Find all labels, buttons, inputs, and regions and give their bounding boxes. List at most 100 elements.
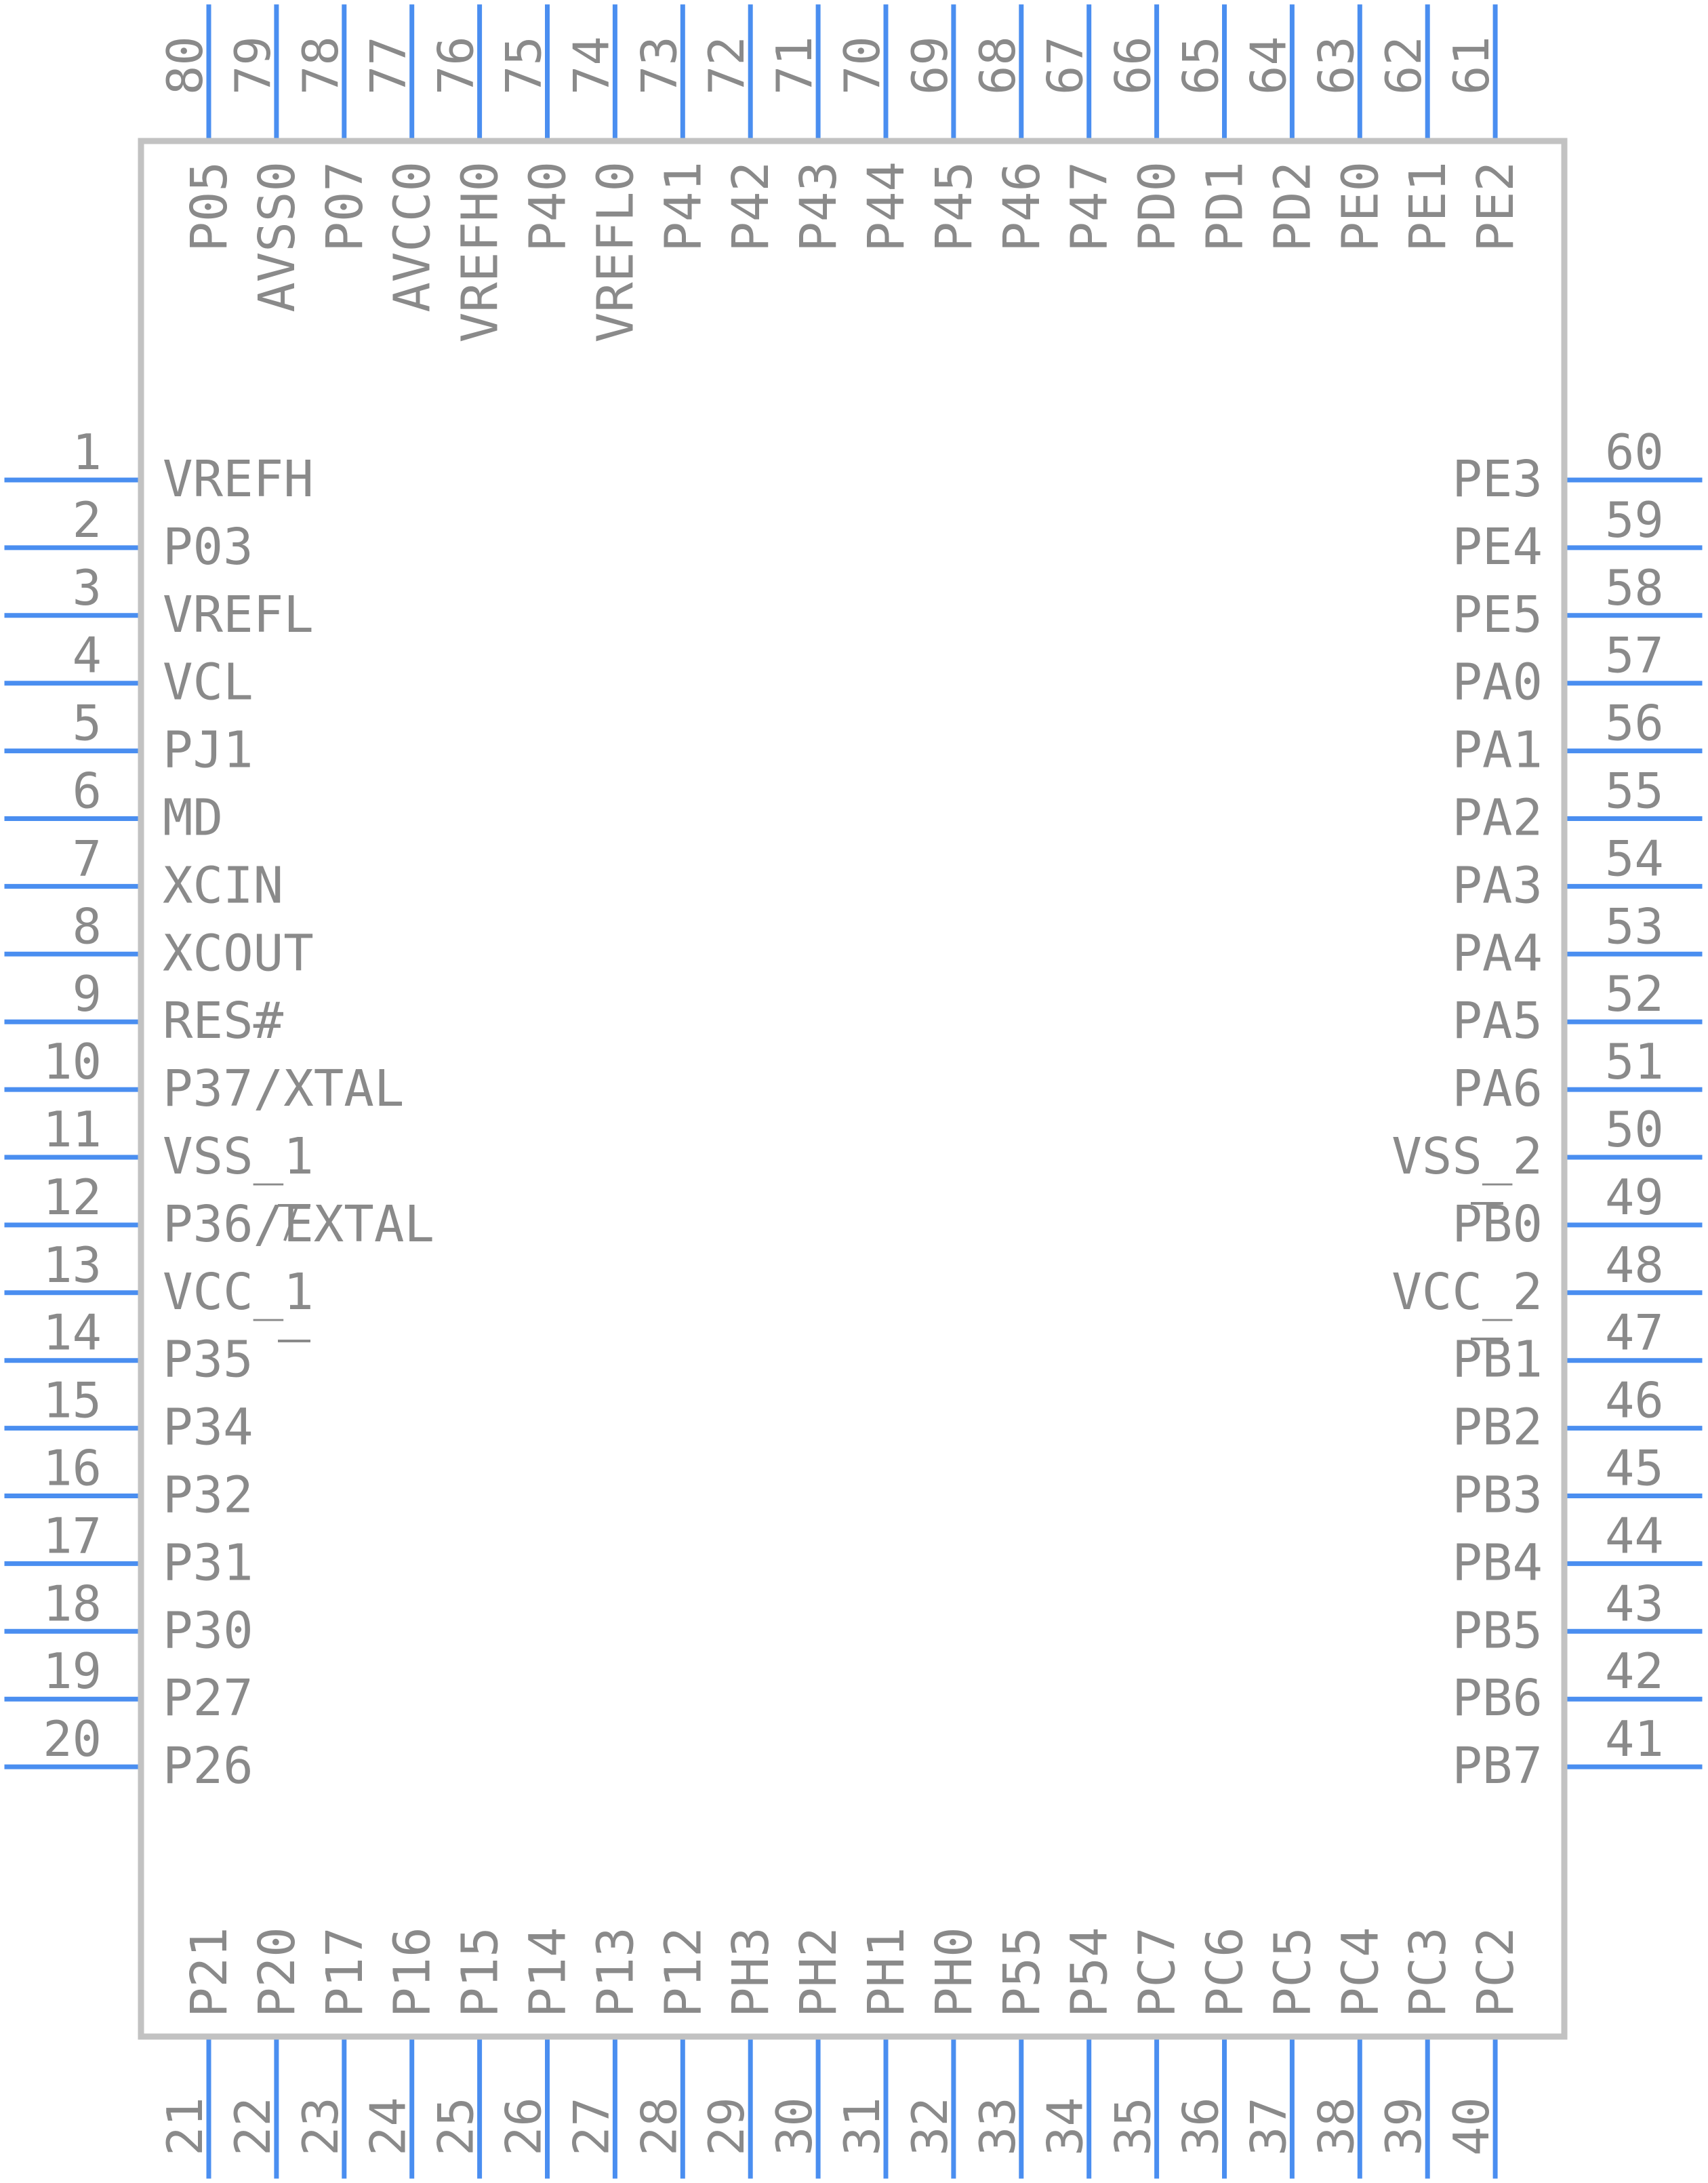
- pin-number-53: 53: [1605, 898, 1664, 955]
- pin-number-14: 14: [43, 1304, 102, 1361]
- pin-number-15: 15: [43, 1372, 102, 1429]
- pin-number-61: 61: [1443, 36, 1500, 95]
- pin-number-80: 80: [157, 36, 214, 95]
- pin-number-76: 76: [428, 36, 485, 95]
- ic-body: [138, 138, 1568, 2040]
- pin-number-10: 10: [43, 1033, 102, 1090]
- pin-name-p55: P55: [993, 1927, 1051, 2018]
- pin-number-54: 54: [1605, 830, 1664, 887]
- pin-number-7: 7: [73, 830, 102, 887]
- pin-name-pa2: PA2: [1452, 789, 1543, 847]
- pin-number-9: 9: [73, 965, 102, 1022]
- pin-number-73: 73: [630, 36, 687, 95]
- pin-name-pe3: PE3: [1452, 450, 1543, 508]
- pin-number-5: 5: [73, 695, 102, 752]
- pin-number-31: 31: [834, 2097, 891, 2156]
- pin-number-28: 28: [630, 2097, 687, 2156]
- pin-number-49: 49: [1605, 1169, 1664, 1226]
- pin-number-26: 26: [495, 2097, 552, 2156]
- pin-name-pa0: PA0: [1452, 654, 1543, 712]
- pin-name-vrefh0: VREFH0: [451, 161, 510, 342]
- pin-number-4: 4: [73, 627, 102, 684]
- pin-number-6: 6: [73, 763, 102, 820]
- pin-name-p05: P05: [180, 161, 239, 252]
- pin-number-29: 29: [698, 2097, 755, 2156]
- pin-number-23: 23: [292, 2097, 349, 2156]
- pin-number-46: 46: [1605, 1372, 1664, 1429]
- pin-name-ph1: PH1: [857, 1927, 916, 2018]
- pin-number-41: 41: [1605, 1710, 1664, 1767]
- pin-name-p27: P27: [163, 1669, 253, 1727]
- pin-number-45: 45: [1605, 1440, 1664, 1497]
- pin-number-59: 59: [1605, 492, 1664, 548]
- pin-name-p54: P54: [1061, 1927, 1119, 2018]
- pin-number-19: 19: [43, 1643, 102, 1700]
- pin-name-pa1: PA1: [1452, 721, 1543, 780]
- pin-number-70: 70: [834, 36, 891, 95]
- pin-name-pb2: PB2: [1452, 1399, 1543, 1457]
- pin-name-pe0: PE0: [1331, 161, 1389, 252]
- pin-name-pd0: PD0: [1128, 161, 1187, 252]
- pin-name-vss-1: VSS_1: [163, 1127, 314, 1186]
- pin-number-30: 30: [766, 2097, 823, 2156]
- pin-name-pa4: PA4: [1452, 924, 1543, 982]
- pin-name-p44: P44: [857, 161, 916, 252]
- pin-number-48: 48: [1605, 1237, 1664, 1294]
- pin-name-p43: P43: [790, 161, 848, 252]
- pin-name-p13: P13: [586, 1927, 645, 2018]
- pin-name-p32: P32: [163, 1466, 253, 1525]
- pin-number-34: 34: [1037, 2097, 1094, 2156]
- pin-number-39: 39: [1375, 2097, 1432, 2156]
- pin-name-avss0: AVSS0: [248, 161, 306, 313]
- pin-number-36: 36: [1173, 2097, 1229, 2156]
- pin-name-pa5: PA5: [1452, 992, 1543, 1050]
- pin-name-md: MD: [163, 789, 223, 847]
- pin-number-17: 17: [43, 1507, 102, 1564]
- pin-name-pb1: PB1: [1452, 1331, 1543, 1389]
- pin-name-p40: P40: [519, 161, 577, 252]
- pin-number-55: 55: [1605, 763, 1664, 820]
- pin-name-pb7: PB7: [1452, 1737, 1543, 1795]
- pin-number-35: 35: [1105, 2097, 1162, 2156]
- pin-number-64: 64: [1240, 36, 1297, 95]
- pin-name-pd2: PD2: [1263, 161, 1322, 252]
- pin-name-pb3: PB3: [1452, 1466, 1543, 1525]
- pin-name-p21: P21: [180, 1927, 239, 2018]
- pin-number-42: 42: [1605, 1643, 1664, 1700]
- pin-name-pb5: PB5: [1452, 1601, 1543, 1660]
- pin-number-12: 12: [43, 1169, 102, 1226]
- pin-name-pa3: PA3: [1452, 856, 1543, 915]
- pin-number-32: 32: [901, 2097, 958, 2156]
- pin-name-ph2: PH2: [790, 1927, 848, 2018]
- pin-name-p20: P20: [248, 1927, 306, 2018]
- pin-name-pe5: PE5: [1452, 586, 1543, 644]
- pin-number-44: 44: [1605, 1507, 1664, 1564]
- pin-number-69: 69: [901, 36, 958, 95]
- pin-number-58: 58: [1605, 559, 1664, 616]
- pin-number-74: 74: [563, 36, 619, 95]
- pin-name-pe2: PE2: [1467, 161, 1525, 252]
- pin-number-52: 52: [1605, 965, 1664, 1022]
- pin-name-pe4: PE4: [1452, 518, 1543, 576]
- pin-number-16: 16: [43, 1440, 102, 1497]
- pin-number-37: 37: [1240, 2097, 1297, 2156]
- pin-name-pb6: PB6: [1452, 1669, 1543, 1727]
- pin-name-p45: P45: [925, 161, 983, 252]
- pin-number-79: 79: [224, 36, 281, 95]
- pin-name-p12: P12: [654, 1927, 712, 2018]
- pin-number-50: 50: [1605, 1101, 1664, 1158]
- pin-number-22: 22: [224, 2097, 281, 2156]
- pin-name-pa6: PA6: [1452, 1060, 1543, 1118]
- pin-number-65: 65: [1173, 36, 1229, 95]
- pin-name-p34: P34: [163, 1399, 253, 1457]
- pin-name-ph3: PH3: [722, 1927, 780, 2018]
- pin-number-33: 33: [969, 2097, 1026, 2156]
- pin-number-13: 13: [43, 1237, 102, 1294]
- pin-name-p41: P41: [654, 161, 712, 252]
- pin-name-p15: P15: [451, 1927, 510, 2018]
- pin-number-24: 24: [360, 2097, 417, 2156]
- pin-name-vcc-2: VCC_2: [1391, 1263, 1543, 1321]
- pin-number-11: 11: [43, 1101, 102, 1158]
